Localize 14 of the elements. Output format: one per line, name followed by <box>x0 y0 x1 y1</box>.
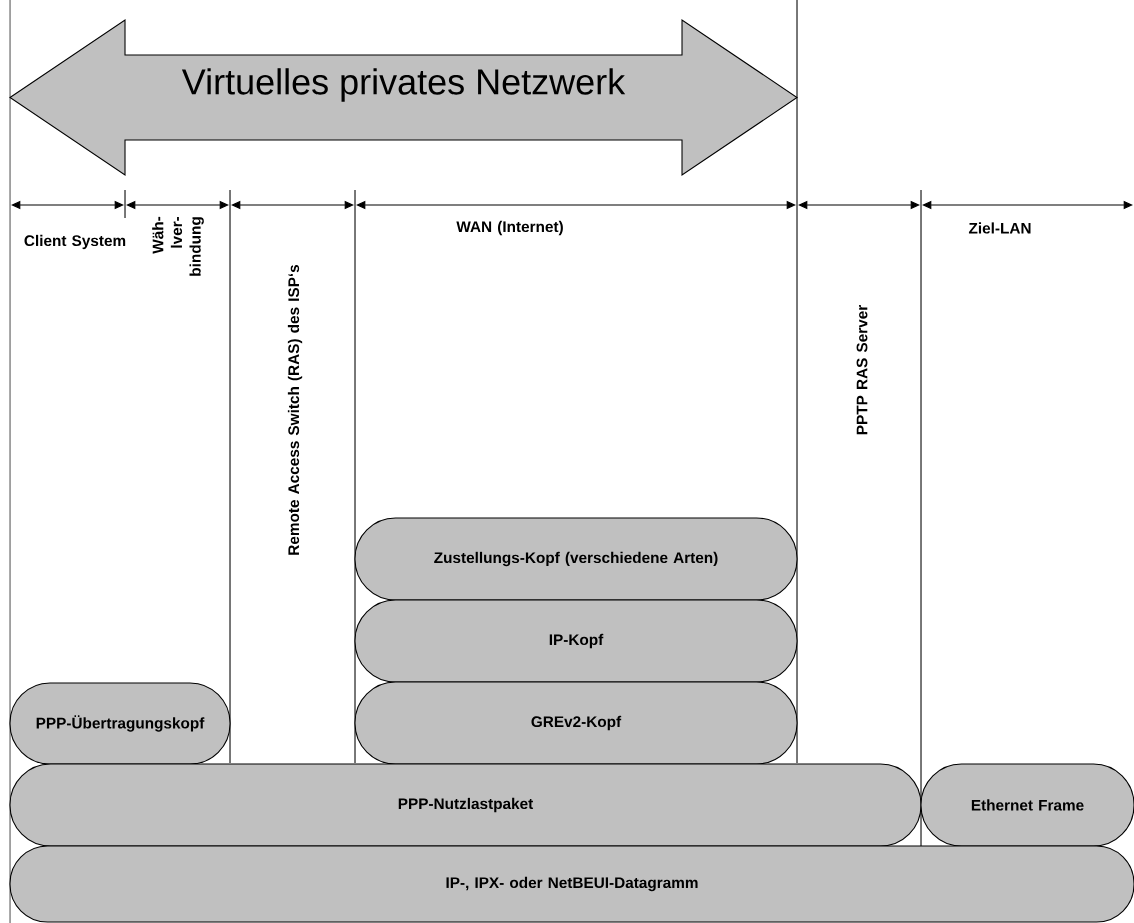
column-label: Remote Access Switch (RAS) des ISP‘s <box>287 264 303 555</box>
pill-box: IP-, IPX- oder NetBEUI-Datagramm <box>9 845 1134 923</box>
column-label: PPTP RAS Server <box>856 305 868 435</box>
column-label: Wäh- lver- bindung <box>152 216 204 276</box>
column-label: Ziel-LAN <box>968 222 1031 234</box>
node-label: Ethernet Frame <box>971 799 1084 811</box>
pill-box: PPP-Übertragungskopf <box>9 682 231 765</box>
pill-box: IP-Kopf <box>354 599 798 683</box>
pill-box: Ethernet Frame <box>920 763 1134 847</box>
column-label: WAN (Internet) <box>456 220 563 236</box>
pill-box: GREv2-Kopf <box>354 681 798 765</box>
pill-box: Zustellungs-Kopf (verschiedene Arten) <box>354 517 798 601</box>
column-label: Client System <box>24 234 126 250</box>
pill-box: PPP-Nutzlastpaket <box>9 763 922 847</box>
